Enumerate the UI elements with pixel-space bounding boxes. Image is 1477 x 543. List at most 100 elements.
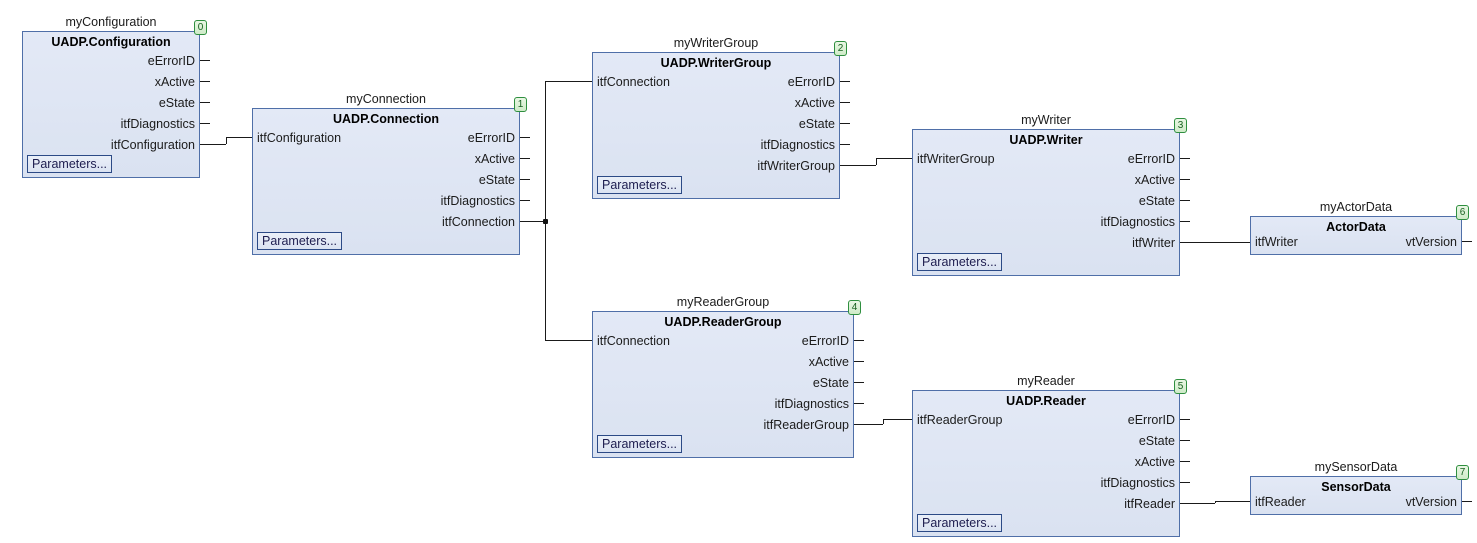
connection-wire [1180,158,1190,159]
output-port-xActive[interactable]: xActive [1134,173,1175,187]
connection-wire [840,165,876,166]
output-port-eState[interactable]: eState [1138,434,1175,448]
connection-wire [200,102,210,103]
connection-wire [1462,241,1472,242]
parameters-button[interactable]: Parameters... [597,435,683,453]
connection-wire [876,158,912,159]
connection-wire [854,340,864,341]
block-instance-name: myActorData [1319,200,1393,214]
connection-wire [1180,419,1190,420]
connection-wire [545,81,592,82]
output-port-itfDiagnostics[interactable]: itfDiagnostics [440,194,515,208]
parameters-button[interactable]: Parameters... [597,176,683,194]
output-port-eErrorID[interactable]: eErrorID [147,54,195,68]
connection-wire [1215,501,1216,503]
output-port-vtVersion[interactable]: vtVersion [1405,235,1457,249]
connection-wire [854,361,864,362]
connection-wire [545,81,546,340]
input-port-itfConfiguration[interactable]: itfConfiguration [257,131,342,145]
connection-wire [520,137,530,138]
connection-wire [883,419,912,420]
input-port-itfConnection[interactable]: itfConnection [597,75,670,89]
execution-order-badge[interactable]: 0 [194,20,207,35]
connection-wire [200,81,210,82]
connection-wire [876,158,877,165]
output-port-itfDiagnostics[interactable]: itfDiagnostics [774,397,849,411]
block-type-name: UADP.Configuration [51,35,171,49]
input-port-itfReader[interactable]: itfReader [1255,495,1306,509]
connection-wire [200,144,226,145]
output-port-xActive[interactable]: xActive [808,355,849,369]
output-port-vtVersion[interactable]: vtVersion [1405,495,1457,509]
output-port-itfReaderGroup[interactable]: itfReaderGroup [763,418,849,432]
execution-order-badge[interactable]: 4 [848,300,861,315]
output-port-xActive[interactable]: xActive [474,152,515,166]
execution-order-badge[interactable]: 7 [1456,465,1469,480]
execution-order-badge[interactable]: 1 [514,97,527,112]
connection-wire [200,123,210,124]
block-type-name: SensorData [1321,480,1391,494]
block-type-name: UADP.Connection [332,112,440,126]
parameters-button[interactable]: Parameters... [917,514,1003,532]
block-type-name: UADP.Reader [1006,394,1086,408]
output-port-eErrorID[interactable]: eErrorID [1127,152,1175,166]
execution-order-badge[interactable]: 3 [1174,118,1187,133]
output-port-itfReader[interactable]: itfReader [1124,497,1175,511]
connection-wire [840,81,850,82]
connection-wire [1180,503,1215,504]
parameters-button[interactable]: Parameters... [257,232,343,250]
output-port-itfDiagnostics[interactable]: itfDiagnostics [760,138,835,152]
execution-order-badge[interactable]: 6 [1456,205,1469,220]
output-port-itfDiagnostics[interactable]: itfDiagnostics [1100,215,1175,229]
output-port-eErrorID[interactable]: eErrorID [787,75,835,89]
output-port-itfWriterGroup[interactable]: itfWriterGroup [757,159,835,173]
parameters-button[interactable]: Parameters... [917,253,1003,271]
input-port-itfReaderGroup[interactable]: itfReaderGroup [917,413,1003,427]
output-port-eErrorID[interactable]: eErrorID [801,334,849,348]
output-port-xActive[interactable]: xActive [154,75,195,89]
output-port-eState[interactable]: eState [798,117,835,131]
block-instance-name: mySensorData [1314,460,1398,474]
connection-wire [1180,482,1190,483]
connection-wire [883,419,884,424]
output-port-itfDiagnostics[interactable]: itfDiagnostics [120,117,195,131]
output-port-eState[interactable]: eState [1138,194,1175,208]
connection-wire [200,60,210,61]
input-port-itfWriterGroup[interactable]: itfWriterGroup [917,152,995,166]
connection-wire [840,102,850,103]
output-port-itfDiagnostics[interactable]: itfDiagnostics [1100,476,1175,490]
input-port-itfConnection[interactable]: itfConnection [597,334,670,348]
block-type-name: UADP.Writer [1009,133,1083,147]
block-type-name: ActorData [1326,220,1386,234]
parameters-button[interactable]: Parameters... [27,155,113,173]
output-port-eErrorID[interactable]: eErrorID [467,131,515,145]
connection-wire [545,340,592,341]
output-port-itfConnection[interactable]: itfConnection [442,215,515,229]
output-port-eState[interactable]: eState [478,173,515,187]
block-instance-name: myReaderGroup [676,295,770,309]
connection-wire [520,158,530,159]
execution-order-badge[interactable]: 5 [1174,379,1187,394]
connection-wire [1180,242,1250,243]
execution-order-badge[interactable]: 2 [834,41,847,56]
output-port-xActive[interactable]: xActive [1134,455,1175,469]
output-port-itfConfiguration[interactable]: itfConfiguration [110,138,195,152]
output-port-eState[interactable]: eState [158,96,195,110]
connection-wire [520,179,530,180]
input-port-itfWriter[interactable]: itfWriter [1255,235,1298,249]
output-port-itfWriter[interactable]: itfWriter [1132,236,1175,250]
connection-wire [1180,440,1190,441]
connection-wire [840,144,850,145]
output-port-eState[interactable]: eState [812,376,849,390]
connection-wire [840,123,850,124]
output-port-eErrorID[interactable]: eErrorID [1127,413,1175,427]
output-port-xActive[interactable]: xActive [794,96,835,110]
